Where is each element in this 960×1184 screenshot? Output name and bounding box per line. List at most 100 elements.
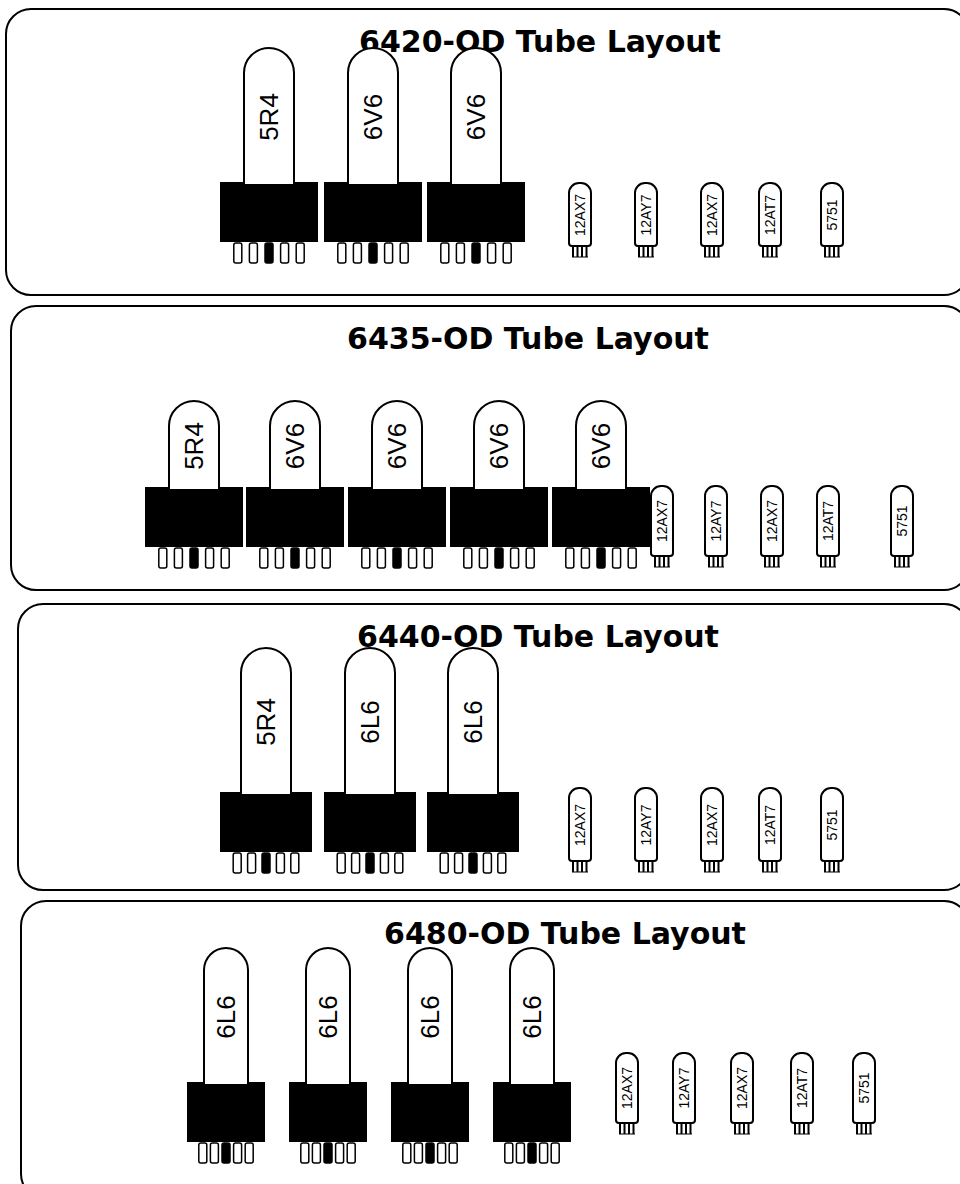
preamp-tube: 5751 bbox=[820, 787, 844, 878]
tube-glass: 6L6 bbox=[344, 647, 396, 796]
preamp-tube: 5751 bbox=[820, 182, 844, 263]
preamp-tube: 12AT7 bbox=[758, 182, 782, 263]
power-tube: 6V6 bbox=[324, 47, 422, 266]
preamp-tube: 12AY7 bbox=[634, 787, 658, 878]
tube-glass: 6V6 bbox=[450, 47, 502, 186]
tube-glass: 5R4 bbox=[168, 400, 220, 491]
power-tube: 6V6 bbox=[450, 400, 548, 571]
tube-label: 5R4 bbox=[254, 93, 285, 141]
tube-label: 6V6 bbox=[484, 422, 515, 468]
tube-label: 6L6 bbox=[517, 995, 548, 1038]
preamp-tube: 12AX7 bbox=[700, 787, 724, 878]
preamp-tube: 12AY7 bbox=[704, 485, 728, 573]
tube-glass: 12AX7 bbox=[760, 485, 784, 557]
tube-glass: 12AY7 bbox=[634, 182, 658, 247]
tube-base bbox=[672, 1123, 696, 1139]
tube-label: 5751 bbox=[824, 809, 840, 840]
tube-base bbox=[760, 556, 784, 572]
tube-base bbox=[427, 182, 525, 266]
tube-glass: 12AT7 bbox=[790, 1052, 814, 1124]
tube-glass: 6L6 bbox=[447, 647, 499, 796]
layout-panel: 6435-OD Tube Layout 5R4 6V6 6V6 6V6 6V6 12AX7 1… bbox=[10, 305, 960, 591]
tube-glass: 6V6 bbox=[575, 400, 627, 491]
tube-base bbox=[820, 861, 844, 877]
tube-glass: 6V6 bbox=[269, 400, 321, 491]
layout-panel: 6480-OD Tube Layout 6L6 6L6 6L6 6L6 12AX7 12AY… bbox=[20, 900, 960, 1184]
tube-label: 5751 bbox=[856, 1072, 872, 1103]
preamp-tube: 12AX7 bbox=[700, 182, 724, 263]
tube-base bbox=[852, 1123, 876, 1139]
tube-label: 12AX7 bbox=[704, 193, 720, 235]
tube-base bbox=[890, 556, 914, 572]
panel-title: 6480-OD Tube Layout bbox=[384, 916, 746, 951]
tube-label: 6V6 bbox=[382, 422, 413, 468]
tube-base bbox=[700, 861, 724, 877]
tube-label: 6V6 bbox=[358, 93, 389, 139]
power-tube: 6L6 bbox=[289, 947, 367, 1166]
tube-glass: 6L6 bbox=[407, 947, 453, 1086]
tube-label: 12AX7 bbox=[734, 1067, 750, 1109]
tube-label: 6L6 bbox=[458, 700, 489, 743]
tube-base bbox=[220, 182, 318, 266]
tube-base bbox=[391, 1082, 469, 1166]
tube-glass: 6V6 bbox=[473, 400, 525, 491]
tube-label: 12AX7 bbox=[764, 500, 780, 542]
tube-glass: 12AX7 bbox=[730, 1052, 754, 1124]
tube-label: 12AT7 bbox=[762, 194, 778, 234]
tube-label: 12AX7 bbox=[572, 803, 588, 845]
tube-glass: 12AY7 bbox=[672, 1052, 696, 1124]
tube-base bbox=[220, 792, 312, 876]
tube-base bbox=[820, 246, 844, 262]
tube-glass: 12AY7 bbox=[634, 787, 658, 862]
power-tube: 5R4 bbox=[220, 47, 318, 266]
tube-base bbox=[615, 1123, 639, 1139]
tube-base bbox=[568, 246, 592, 262]
preamp-tube: 12AX7 bbox=[568, 182, 592, 263]
tube-label: 6V6 bbox=[461, 93, 492, 139]
power-tube: 5R4 bbox=[145, 400, 243, 571]
power-tube: 6L6 bbox=[391, 947, 469, 1166]
tube-glass: 12AX7 bbox=[568, 182, 592, 247]
tube-base bbox=[634, 246, 658, 262]
tube-glass: 12AX7 bbox=[700, 182, 724, 247]
tube-base bbox=[145, 487, 243, 571]
tube-base bbox=[730, 1123, 754, 1139]
tube-base bbox=[700, 246, 724, 262]
tube-label: 12AT7 bbox=[820, 501, 836, 541]
tube-glass: 12AT7 bbox=[758, 787, 782, 862]
tube-base bbox=[289, 1082, 367, 1166]
tube-label: 12AY7 bbox=[708, 501, 724, 542]
panel-title: 6435-OD Tube Layout bbox=[347, 321, 709, 356]
tube-label: 12AY7 bbox=[676, 1068, 692, 1109]
power-tube: 6L6 bbox=[493, 947, 571, 1166]
tube-glass: 6V6 bbox=[371, 400, 423, 491]
tube-base bbox=[568, 861, 592, 877]
power-tube: 6V6 bbox=[348, 400, 446, 571]
tube-base bbox=[450, 487, 548, 571]
tube-label: 6L6 bbox=[415, 995, 446, 1038]
tube-base bbox=[704, 556, 728, 572]
tube-glass: 5R4 bbox=[240, 647, 292, 796]
tube-label: 6L6 bbox=[355, 700, 386, 743]
tube-glass: 12AY7 bbox=[704, 485, 728, 557]
tube-base bbox=[348, 487, 446, 571]
tube-glass: 12AX7 bbox=[700, 787, 724, 862]
tube-glass: 5751 bbox=[820, 182, 844, 247]
preamp-tube: 5751 bbox=[852, 1052, 876, 1140]
tube-label: 12AT7 bbox=[794, 1068, 810, 1108]
tube-label: 6L6 bbox=[211, 995, 242, 1038]
preamp-tube: 12AX7 bbox=[760, 485, 784, 573]
power-tube: 6V6 bbox=[552, 400, 650, 571]
tube-base bbox=[552, 487, 650, 571]
preamp-tube: 12AT7 bbox=[790, 1052, 814, 1140]
tube-label: 12AX7 bbox=[572, 193, 588, 235]
layout-panel: 6420-OD Tube Layout5R46V66V612AX712AY712… bbox=[5, 8, 960, 296]
preamp-tube: 12AX7 bbox=[650, 485, 674, 573]
tube-label: 6V6 bbox=[586, 422, 617, 468]
power-tube: 6V6 bbox=[427, 47, 525, 266]
tube-label: 12AY7 bbox=[638, 194, 654, 235]
tube-label: 5751 bbox=[894, 505, 910, 536]
preamp-tube: 12AT7 bbox=[816, 485, 840, 573]
tube-glass: 12AX7 bbox=[615, 1052, 639, 1124]
tube-base bbox=[493, 1082, 571, 1166]
